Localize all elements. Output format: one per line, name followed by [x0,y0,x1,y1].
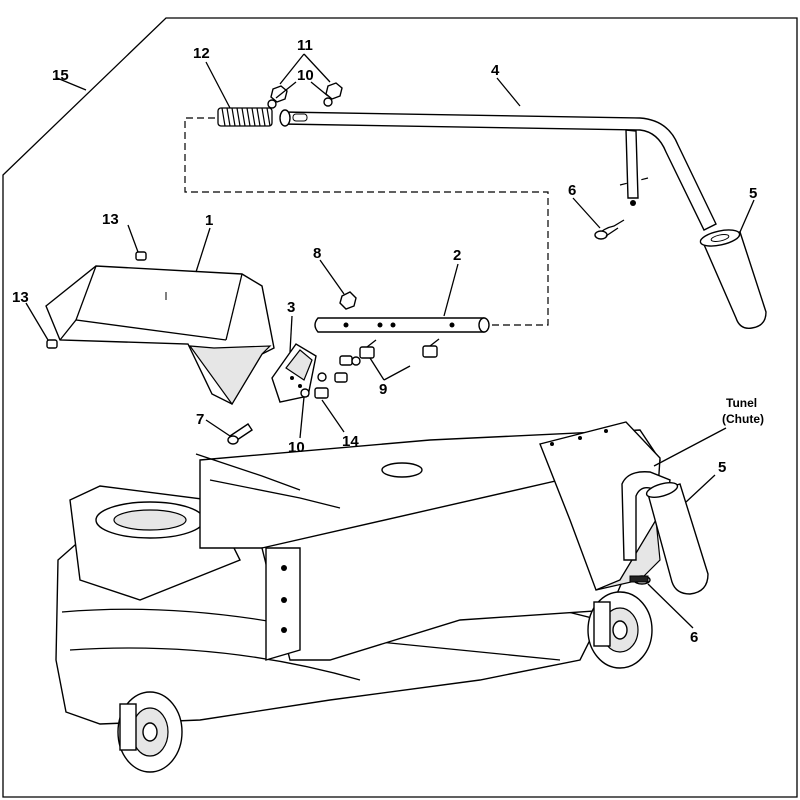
label-chute: (Chute) [722,412,764,426]
label-1: 1 [205,212,213,229]
label-tunel: Tunel [726,396,757,410]
label-12: 12 [193,45,210,62]
label-10-bottom: 10 [288,439,305,456]
label-15: 15 [52,67,69,84]
pin-part-7 [227,423,253,445]
label-3: 3 [287,299,295,316]
label-14: 14 [342,433,359,450]
screw-parts-13 [46,251,147,349]
front-left-wheel [117,691,183,773]
dashed-connector [184,117,549,326]
label-4: 4 [491,62,500,79]
label-5-top: 5 [749,185,757,202]
bolt-parts-9 [359,338,440,359]
label-13-top: 13 [102,211,119,228]
spring-part-12 [217,107,273,127]
clip-part-6-bottom [629,575,651,585]
nut-washer-parts-10-11 [267,82,343,109]
mower-deck-assembly [55,421,671,725]
bracket-part-3 [271,343,317,403]
label-6-top: 6 [568,182,576,199]
label-11: 11 [297,37,313,54]
label-9: 9 [379,381,387,398]
clip-part-6-top [594,219,625,240]
grip-part-5-bottom [645,482,709,595]
leader-lines [25,53,755,629]
nut-part-8 [339,291,357,310]
handle-rod-part-4 [279,109,717,231]
label-2: 2 [453,247,461,264]
label-8: 8 [313,245,321,262]
small-hardware [317,355,361,383]
label-7: 7 [196,411,204,428]
front-right-wheel [587,591,653,669]
callout-labels: 15 12 11 10 4 6 5 1 13 13 8 2 3 9 7 10 1… [12,37,764,646]
label-10-top: 10 [297,67,314,84]
shaft-part-2 [314,317,490,333]
label-5-bottom: 5 [718,459,726,476]
frame-border [2,17,798,798]
grip-part-5-top [699,229,767,329]
label-13-left: 13 [12,289,29,306]
label-6-bottom: 6 [690,629,698,646]
deflector-cover-part-1 [45,265,275,406]
bolt-part-14 [300,387,329,399]
